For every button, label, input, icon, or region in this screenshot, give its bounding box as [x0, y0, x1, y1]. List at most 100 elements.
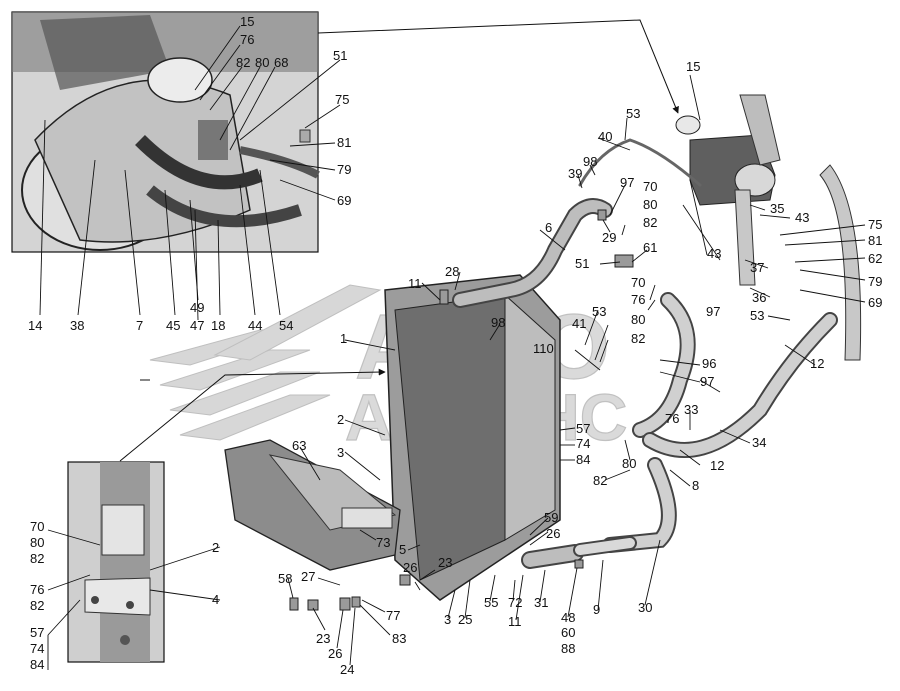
label-4: 4 [212, 592, 219, 607]
label-88: 88 [561, 641, 575, 656]
label-23: 23 [438, 555, 452, 570]
label-31: 31 [534, 595, 548, 610]
label-81: 81 [337, 135, 351, 150]
label-18: 18 [211, 318, 225, 333]
label-97-b: 97 [706, 304, 720, 319]
label-82-inset: 82 [30, 551, 44, 566]
label-15-main: 15 [686, 59, 700, 74]
label-55: 55 [484, 595, 498, 610]
label-12: 12 [810, 356, 824, 371]
label-48: 48 [561, 610, 575, 625]
label-76-c: 76 [665, 411, 679, 426]
label-75-b: 75 [868, 217, 882, 232]
label-59: 59 [544, 510, 558, 525]
label-53-c: 53 [592, 304, 606, 319]
label-11-b: 11 [508, 614, 522, 629]
label-82-inset-b: 82 [30, 598, 44, 613]
label-25: 25 [458, 612, 472, 627]
label-2: 2 [337, 412, 344, 427]
label-70-inset: 70 [30, 519, 44, 534]
label-11: 11 [408, 276, 422, 291]
small-fasteners [289, 209, 634, 611]
label-26: 26 [546, 526, 560, 541]
label-80-inset: 80 [30, 535, 44, 550]
label-34: 34 [752, 435, 766, 450]
label-15: 15 [240, 14, 254, 29]
label-68: 68 [274, 55, 288, 70]
label-53-b: 53 [750, 308, 764, 323]
label-82-c: 82 [631, 331, 645, 346]
label-80: 80 [255, 55, 269, 70]
label-73: 73 [376, 535, 390, 550]
label-51-b: 51 [575, 256, 589, 271]
label-43: 43 [795, 210, 809, 225]
label-80-c: 80 [631, 312, 645, 327]
label-63: 63 [292, 438, 306, 453]
label-81-b: 81 [868, 233, 882, 248]
label-12-b: 12 [710, 458, 724, 473]
lower-bracket [224, 439, 401, 571]
label-8: 8 [692, 478, 699, 493]
air-filter-housing [675, 94, 862, 361]
label-82-d: 82 [593, 473, 607, 488]
label-84-inset: 84 [30, 657, 44, 672]
label-3-b: 3 [444, 612, 451, 627]
label-9: 9 [593, 602, 600, 617]
label-82: 82 [236, 55, 250, 70]
label-24: 24 [340, 662, 354, 677]
label-23-b: 23 [316, 631, 330, 646]
label-76: 76 [240, 32, 254, 47]
label-26-b: 26 [403, 560, 417, 575]
label-33: 33 [684, 402, 698, 417]
label-70: 70 [643, 179, 657, 194]
radiator [384, 274, 561, 601]
label-76-b: 76 [631, 292, 645, 307]
label-2-inset: 2 [212, 540, 219, 555]
label-69: 69 [337, 193, 351, 208]
inset-detail-air-filter [11, 11, 320, 253]
part-number-labels: 15 76 82 80 68 51 75 81 79 69 14 38 7 45… [28, 14, 882, 677]
label-97: 97 [620, 175, 634, 190]
label-110: 110 [533, 341, 554, 356]
label-57-inset: 57 [30, 625, 44, 640]
label-79: 79 [337, 162, 351, 177]
label-97-c: 97 [700, 374, 714, 389]
label-54: 54 [279, 318, 293, 333]
label-53: 53 [626, 106, 640, 121]
label-77: 77 [386, 608, 400, 623]
label-39: 39 [568, 166, 582, 181]
label-98: 98 [583, 154, 597, 169]
label-28: 28 [445, 264, 459, 279]
label-84: 84 [576, 452, 590, 467]
label-80-d: 80 [622, 456, 636, 471]
label-29: 29 [602, 230, 616, 245]
label-72: 72 [508, 595, 522, 610]
label-96: 96 [702, 356, 716, 371]
label-1: 1 [340, 331, 347, 346]
pipes [452, 138, 838, 569]
label-82-b: 82 [643, 215, 657, 230]
label-44: 44 [248, 318, 262, 333]
label-6: 6 [545, 220, 552, 235]
label-76-inset: 76 [30, 582, 44, 597]
label-27: 27 [301, 569, 315, 584]
label-14: 14 [28, 318, 42, 333]
label-30: 30 [638, 600, 652, 615]
label-49: 49 [190, 300, 204, 315]
label-75: 75 [335, 92, 349, 107]
label-37: 37 [750, 260, 764, 275]
reference-arrows [119, 19, 679, 462]
label-45: 45 [166, 318, 180, 333]
label-83: 83 [392, 631, 406, 646]
label-7: 7 [136, 318, 143, 333]
label-40: 40 [598, 129, 612, 144]
label-80-b: 80 [643, 197, 657, 212]
label-98-b: 98 [491, 315, 505, 330]
label-36: 36 [752, 290, 766, 305]
label-38: 38 [70, 318, 84, 333]
label-51: 51 [333, 48, 347, 63]
label-41: 41 [572, 316, 586, 331]
label-74-inset: 74 [30, 641, 44, 656]
label-74: 74 [576, 436, 590, 451]
